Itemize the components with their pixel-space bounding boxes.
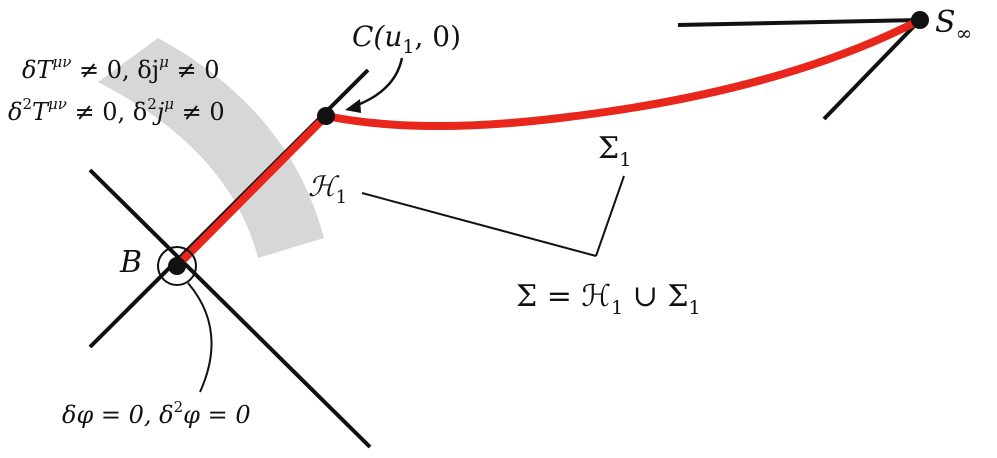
label-union: Σ = ℋ1 ∪ Σ1: [516, 279, 701, 319]
callout-bottom: [187, 282, 213, 393]
scri-line-top: [677, 18, 921, 27]
label-perturbation-first: δTμν ≠ 0, δjμ ≠ 0: [22, 53, 220, 84]
point-B-ring: [157, 246, 197, 286]
point-C: [317, 107, 335, 125]
point-S-inf: [911, 11, 929, 29]
label-C: C(u1, 0): [352, 20, 461, 58]
point-B: [168, 257, 186, 275]
label-scalar-perturbation: δφ = 0, δ2φ = 0: [62, 398, 251, 429]
label-H1: ℋ1: [308, 170, 347, 208]
arrow-C-head: [345, 99, 361, 113]
bracket-H1: [361, 192, 597, 257]
label-S-inf: S∞: [935, 5, 972, 45]
sigma1-red-curve: [322, 16, 924, 130]
label-Sigma1: Σ1: [598, 131, 631, 171]
scri-line-bottom: [822, 18, 922, 121]
gray-band: [98, 38, 324, 258]
bracket-Sigma1: [595, 175, 625, 257]
label-B: B: [119, 245, 142, 280]
horizon-H1-red: [173, 112, 330, 270]
label-perturbation-second: δ2Tμν ≠ 0, δ2jμ ≠ 0: [8, 95, 225, 126]
null-line-left: [88, 168, 372, 449]
